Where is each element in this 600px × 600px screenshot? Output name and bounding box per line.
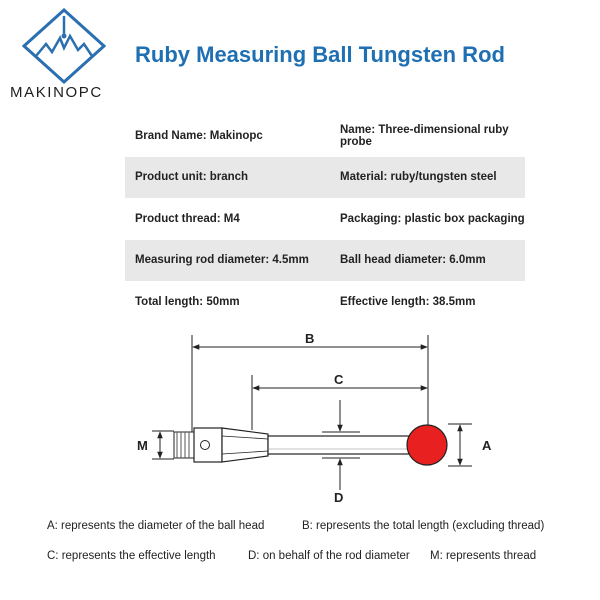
dimension-m: M — [137, 430, 174, 460]
spec-rod-diameter: Measuring rod diameter: 4.5mm — [135, 254, 309, 267]
brand-logo-icon — [22, 8, 106, 84]
legend-m: M: represents thread — [430, 550, 537, 562]
spec-material: Material: ruby/tungsten steel — [340, 171, 497, 184]
legend-row-2: C: represents the effective length D: on… — [0, 550, 600, 570]
legend-d: D: on behalf of the rod diameter — [248, 550, 410, 562]
spec-row: Brand Name: Makinopc Name: Three-dimensi… — [125, 115, 525, 157]
spec-product-thread: Product thread: M4 — [135, 212, 240, 225]
ruby-ball-icon — [406, 424, 448, 466]
label-m: M — [137, 438, 148, 453]
spec-product-unit: Product unit: branch — [135, 171, 249, 184]
dimension-b: B — [191, 331, 429, 432]
spec-ball-diameter: Ball head diameter: 6.0mm — [340, 254, 486, 267]
legend-a: A: represents the diameter of the ball h… — [47, 520, 265, 532]
spec-row: Product thread: M4 Packaging: plastic bo… — [125, 198, 525, 240]
spec-total-length: Total length: 50mm — [135, 295, 240, 308]
spec-row: Product unit: branch Material: ruby/tung… — [125, 156, 525, 198]
brand-wordmark: MAKINOPC — [10, 84, 103, 101]
legend-b: B: represents the total length (excludin… — [302, 520, 545, 532]
spec-row: Total length: 50mm Effective length: 38.… — [125, 281, 525, 323]
page-title: Ruby Measuring Ball Tungsten Rod — [135, 42, 505, 67]
spec-effective-length: Effective length: 38.5mm — [340, 295, 476, 308]
label-d: D — [334, 490, 343, 505]
dimension-a: A — [448, 423, 492, 467]
spec-brand-name: Brand Name: Makinopc — [135, 129, 263, 142]
spec-row: Measuring rod diameter: 4.5mm Ball head … — [125, 239, 525, 281]
legend-row-1: A: represents the diameter of the ball h… — [0, 520, 600, 540]
spec-packaging: Packaging: plastic box packaging — [340, 212, 525, 225]
label-a: A — [482, 438, 492, 453]
dimension-d: D — [322, 400, 360, 505]
legend-c: C: represents the effective length — [47, 550, 216, 562]
probe-body — [173, 424, 448, 466]
dimension-c: C — [251, 372, 428, 430]
label-c: C — [334, 372, 344, 387]
label-b: B — [305, 331, 314, 346]
spec-product-name: Name: Three-dimensional ruby probe — [340, 123, 509, 148]
spec-table: Brand Name: Makinopc Name: Three-dimensi… — [125, 115, 525, 323]
